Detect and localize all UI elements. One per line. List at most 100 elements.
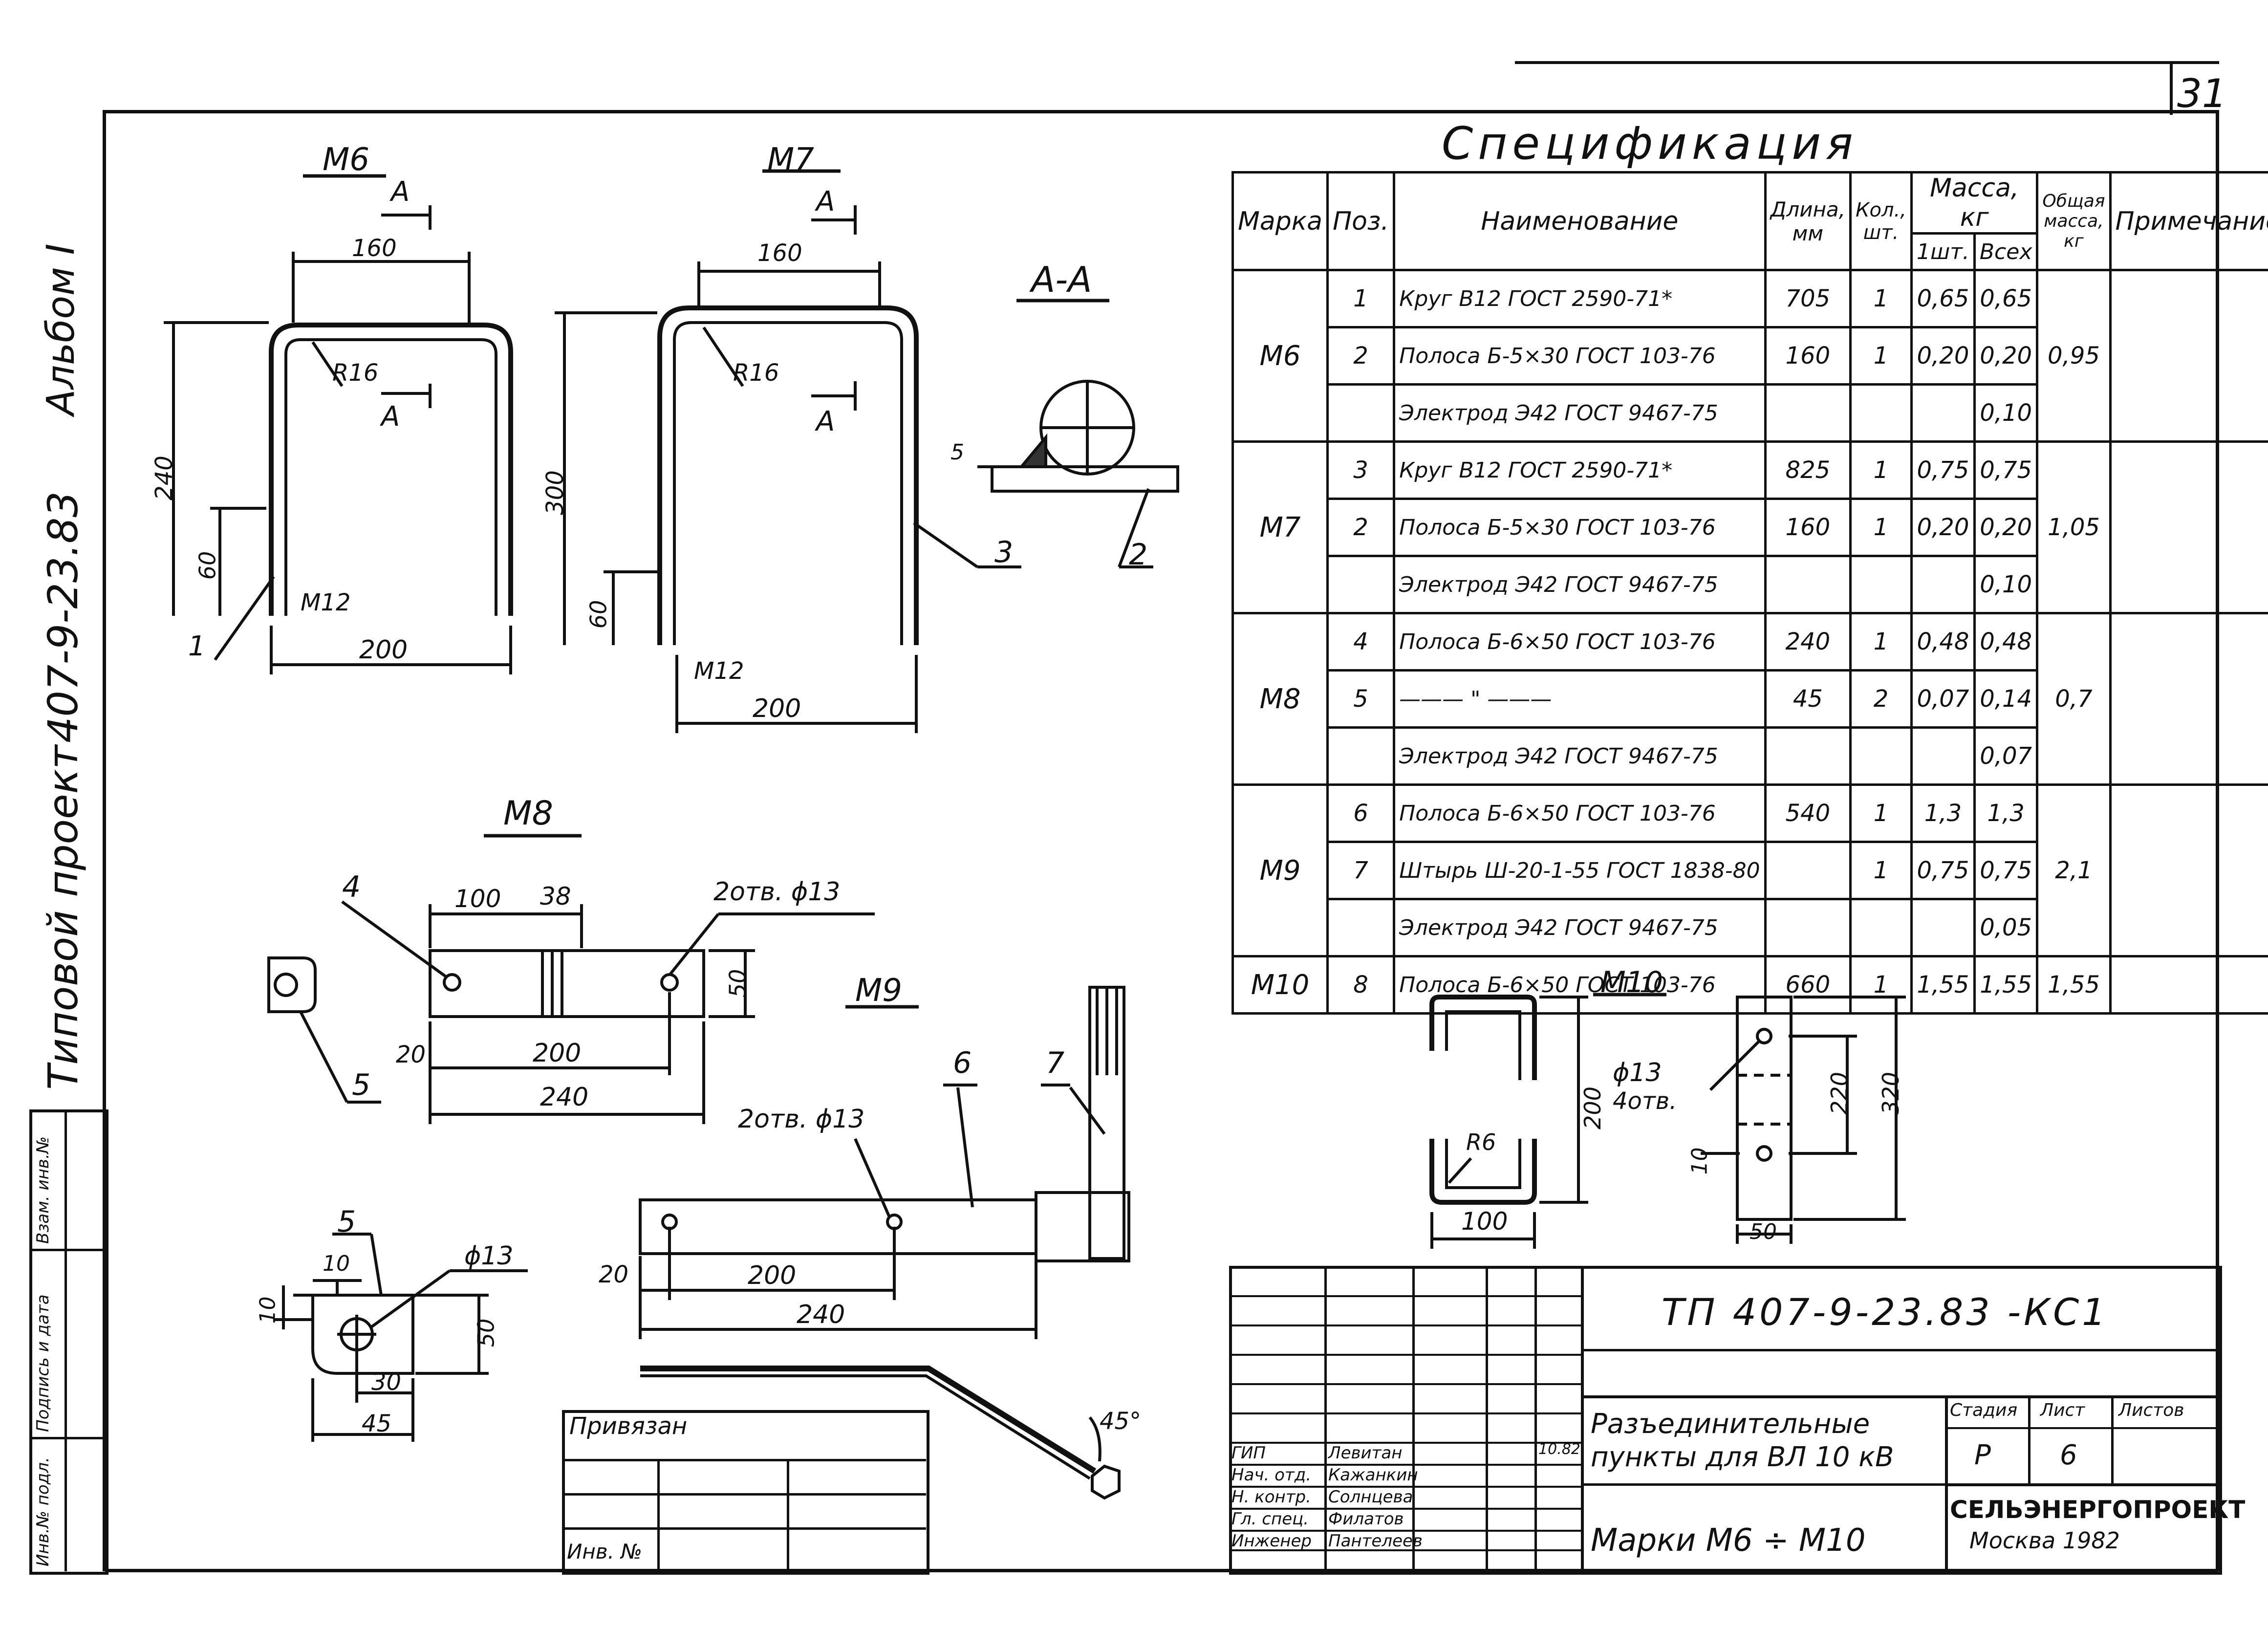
m8-hole-2 xyxy=(660,973,679,992)
m8-dim-holes: 2отв. ϕ13 xyxy=(713,877,841,907)
part5-dim-10b: 10 xyxy=(255,1296,281,1324)
spec-qty: 1 xyxy=(1849,783,1913,843)
spec-mass-all: 0,65 xyxy=(1973,269,2039,328)
spec-name: Круг В12 ГОСТ 2590-71* xyxy=(1393,269,1767,328)
spec-table: Марка Поз. Наименование Длина, мм Кол., … xyxy=(1231,171,2268,1015)
m8-plate xyxy=(429,949,705,1018)
m7-dim-160: 160 xyxy=(757,239,802,267)
spec-name: ——— " ——— xyxy=(1393,669,1767,729)
spec-h-mass-all: Всех xyxy=(1973,232,2039,271)
spec-mass-one: 0,20 xyxy=(1910,326,1976,386)
spec-length: 160 xyxy=(1764,326,1852,386)
m6-dim-m12: M12 xyxy=(301,589,351,616)
signer-role: Нач. отд. xyxy=(1231,1465,1312,1485)
m8-part5-side xyxy=(267,956,317,1013)
frame-left xyxy=(103,110,106,1571)
spec-mass-one: 0,75 xyxy=(1910,440,1976,500)
tb-v-sheets xyxy=(2111,1395,2114,1486)
signer-role: Н. контр. xyxy=(1231,1487,1311,1507)
m9-dim-200: 200 xyxy=(748,1261,797,1290)
spec-note xyxy=(2109,269,2268,443)
m8-dim-100: 100 xyxy=(454,885,501,913)
m9-plate xyxy=(639,1198,1037,1255)
m6-pos-1: 1 xyxy=(188,630,206,662)
sheet-number: 31 xyxy=(2177,71,2227,116)
spec-note xyxy=(2109,783,2268,957)
signer-role: Инженер xyxy=(1231,1531,1312,1551)
tb-h-r9 xyxy=(1229,1508,1583,1510)
bound-h1 xyxy=(562,1459,926,1461)
spec-h-mark: Марка xyxy=(1231,171,1329,271)
spec-length xyxy=(1764,726,1852,786)
spec-pos: 7 xyxy=(1326,841,1396,900)
tb-v-role xyxy=(1324,1266,1327,1571)
spec-pos: 6 xyxy=(1326,783,1396,843)
tb-h-2 xyxy=(1581,1395,2216,1398)
signer-name: Пантелеев xyxy=(1328,1531,1423,1551)
spec-name: Полоса Б-6×50 ГОСТ 103-76 xyxy=(1393,783,1767,843)
spec-qty: 1 xyxy=(1849,440,1913,500)
spec-mass-all: 0,10 xyxy=(1973,555,2039,614)
m6-title: М6 xyxy=(323,142,369,178)
spec-pos: 1 xyxy=(1326,269,1396,328)
bound-h3 xyxy=(562,1527,926,1530)
spec-h-mass: Масса, кг xyxy=(1910,171,2039,235)
m6-ubolt-inner xyxy=(284,338,497,616)
sheet-title: Марки М6 ÷ М10 xyxy=(1591,1522,1866,1559)
spec-h-total: Общая масса, кг xyxy=(2036,171,2112,271)
m6-dim-r16: R16 xyxy=(332,359,379,387)
spec-mass-one xyxy=(1910,555,1976,614)
m9-dim-20: 20 xyxy=(599,1261,629,1288)
spec-name: Полоса Б-5×30 ГОСТ 103-76 xyxy=(1393,326,1767,386)
spec-length: 660 xyxy=(1764,955,1852,1015)
spec-qty xyxy=(1849,898,1913,957)
bound-v1 xyxy=(657,1459,660,1571)
spec-mass-all: 0,20 xyxy=(1973,326,2039,386)
m6-dim-200: 200 xyxy=(359,635,408,665)
signer-name: Левитан xyxy=(1328,1443,1403,1463)
spec-pos: 3 xyxy=(1326,440,1396,500)
part5-dim-10a: 10 xyxy=(323,1251,350,1276)
m10-dim-4holes: 4отв. xyxy=(1613,1087,1677,1115)
spec-mass-one: 1,55 xyxy=(1910,955,1976,1015)
m7-section-mark: А xyxy=(816,186,835,217)
spec-mass-one: 1,3 xyxy=(1910,783,1976,843)
m8-dim-240: 240 xyxy=(540,1083,589,1112)
spec-mark: М7 xyxy=(1231,440,1329,614)
spec-mass-all: 0,20 xyxy=(1973,498,2039,557)
spec-pos xyxy=(1326,555,1396,614)
part5-plate xyxy=(311,1294,414,1375)
spec-name: Штырь Ш-20-1-55 ГОСТ 1838-80 xyxy=(1393,841,1767,900)
m7-pos-3: 3 xyxy=(994,535,1014,569)
spec-mass-all: 0,48 xyxy=(1973,612,2039,672)
spec-pos: 2 xyxy=(1326,326,1396,386)
spec-mark: М9 xyxy=(1231,783,1329,957)
spec-mass-one xyxy=(1910,898,1976,957)
m10-dim-hole: ϕ13 xyxy=(1613,1058,1662,1087)
top-rule xyxy=(1515,61,2219,64)
tb-h-r7 xyxy=(1229,1464,1583,1466)
spec-name: Полоса Б-6×50 ГОСТ 103-76 xyxy=(1393,612,1767,672)
spec-mass-one xyxy=(1910,726,1976,786)
spec-length xyxy=(1764,555,1852,614)
m10-dim-r6: R6 xyxy=(1466,1129,1496,1155)
spec-mass-all: 0,75 xyxy=(1973,841,2039,900)
m6-dim-160: 160 xyxy=(352,235,397,262)
spec-mark: М8 xyxy=(1231,612,1329,786)
city-year: Москва 1982 xyxy=(1969,1527,2120,1554)
spec-name: Электрод Э42 ГОСТ 9467-75 xyxy=(1393,383,1767,443)
part5-dim-hole: ϕ13 xyxy=(464,1241,514,1271)
spec-mass-all: 1,55 xyxy=(1973,955,2039,1015)
tb-h-r6 xyxy=(1229,1442,1583,1444)
signer-name: Кажанкин xyxy=(1328,1465,1418,1485)
title-block xyxy=(1229,1266,2222,1575)
spec-h-note: Примечание xyxy=(2109,171,2268,271)
m7-dim-m12: M12 xyxy=(694,657,744,685)
spec-mass-one: 0,75 xyxy=(1910,841,1976,900)
m9-nut xyxy=(1091,1464,1121,1500)
spec-mark: М10 xyxy=(1231,955,1329,1015)
